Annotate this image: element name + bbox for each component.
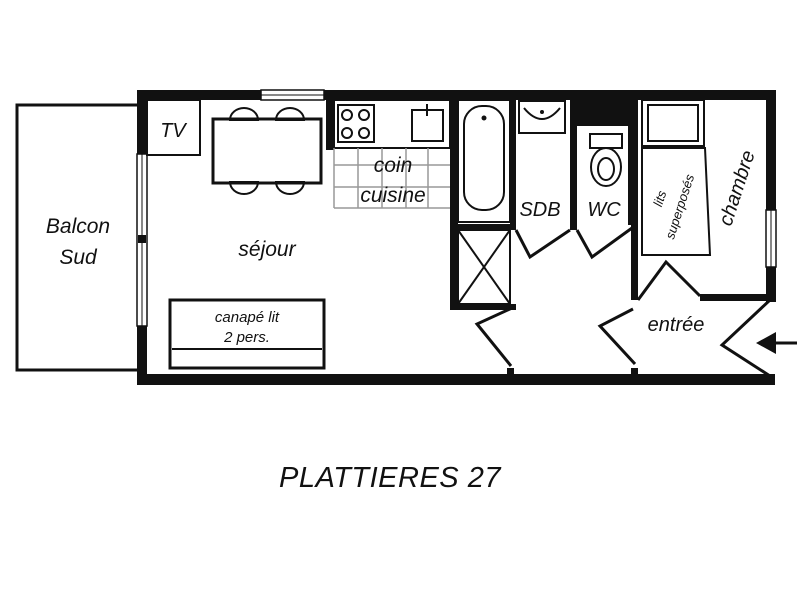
entrance-arrow-icon bbox=[756, 332, 797, 354]
shower-cabinet bbox=[457, 229, 511, 305]
entree-label: entrée bbox=[648, 314, 705, 336]
sofa-label-line2: 2 pers. bbox=[223, 329, 270, 346]
plan-title: PLATTIERES 27 bbox=[279, 462, 501, 494]
wc-label: WC bbox=[587, 199, 621, 221]
outer-walls bbox=[137, 90, 776, 385]
windows bbox=[136, 89, 777, 327]
tv-cabinet bbox=[146, 99, 201, 156]
doors bbox=[474, 226, 772, 378]
kitchen-tiles bbox=[333, 148, 450, 209]
balcony-label-line1: Balcon bbox=[46, 215, 110, 238]
kitchen bbox=[333, 99, 451, 209]
bunk-beds-label-line1: lits bbox=[650, 188, 669, 208]
sofa-label-line1: canapé lit bbox=[215, 309, 280, 326]
dining-table bbox=[211, 107, 323, 195]
sdb-label: SDB bbox=[519, 199, 560, 221]
stove-icon bbox=[337, 104, 375, 143]
kitchen-label-line2: cuisine bbox=[360, 184, 425, 207]
bathtub-icon bbox=[457, 99, 511, 223]
chambre-label: chambre bbox=[715, 148, 760, 229]
bunk-beds-label-line2: superposés bbox=[662, 172, 697, 241]
sofa-bed bbox=[168, 298, 326, 370]
balcony-label-line2: Sud bbox=[59, 246, 98, 269]
toilet-icon bbox=[589, 133, 623, 187]
bunk-beds bbox=[641, 99, 712, 256]
tv-label: TV bbox=[160, 120, 187, 142]
kitchen-label-line1: coin bbox=[374, 154, 413, 177]
interior-walls bbox=[326, 100, 770, 378]
sejour-label: séjour bbox=[238, 238, 296, 261]
sink-icon bbox=[411, 104, 444, 142]
washbasin-icon bbox=[518, 100, 566, 134]
